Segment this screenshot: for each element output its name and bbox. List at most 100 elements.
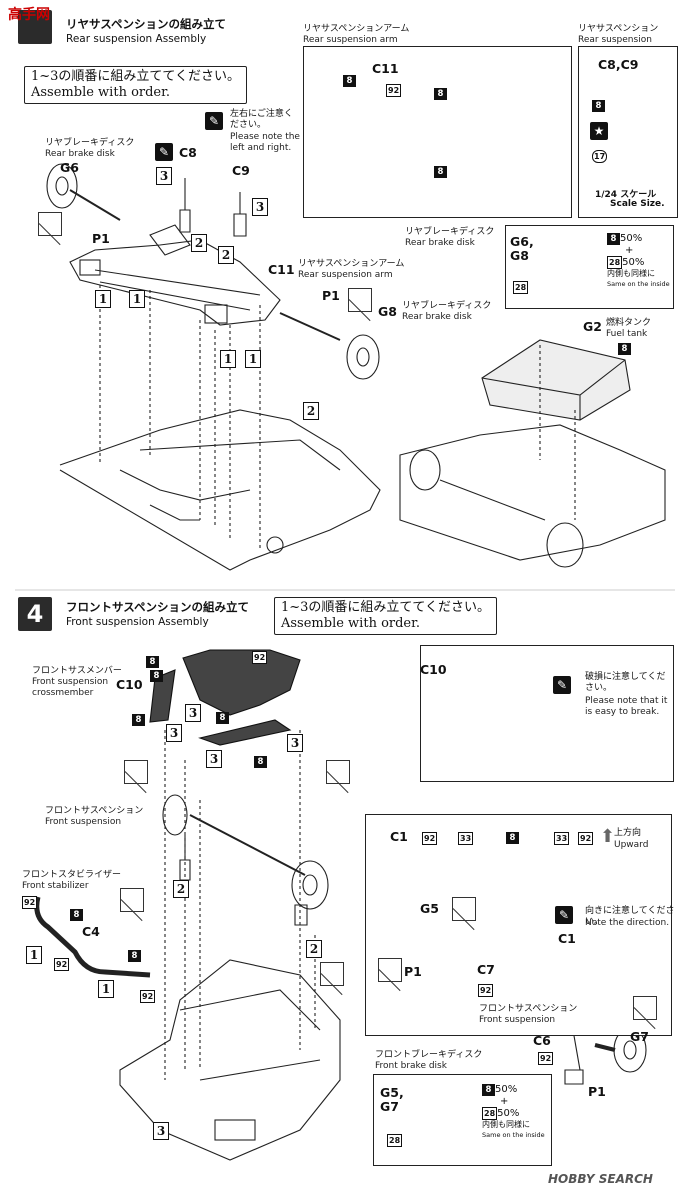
- rear-shock-title-en: Rear suspension: [578, 35, 652, 45]
- direction-en: Note the direction.: [585, 918, 670, 928]
- c7-badge: 92: [478, 984, 494, 997]
- front-brake-paint-panel: [373, 1074, 552, 1166]
- c11-label-en: Rear suspension arm: [298, 270, 393, 280]
- disk-panel-parts: G6, G8: [510, 234, 534, 263]
- step4-number: 4: [18, 597, 52, 631]
- sequence-marker: 2: [191, 234, 207, 252]
- g8-label-jp: リヤブレーキディスク: [402, 301, 492, 311]
- no-glue-icon: [320, 962, 344, 986]
- disk-panel-title-jp: リヤブレーキディスク: [405, 227, 495, 237]
- scale-en: Scale Size.: [610, 199, 665, 209]
- sequence-marker: 3: [166, 724, 182, 742]
- step4-order-note-jp: 1~3の順番に組み立ててください。: [281, 600, 491, 615]
- inside-note-en: Same on the inside: [482, 1131, 545, 1139]
- footer-watermark: HOBBY SEARCH: [548, 1172, 653, 1186]
- rear-disk-paint-panel: [505, 225, 674, 309]
- front-brake-en: Front brake disk: [375, 1061, 447, 1071]
- rear-disk-left-jp: リヤブレーキディスク: [45, 138, 135, 148]
- c1-panel-badge: 8: [506, 832, 519, 844]
- step3-title-jp: リヤサスペンションの組み立て: [66, 17, 226, 31]
- step4-order-note-en: Assemble with order.: [281, 616, 421, 631]
- sequence-marker: 1: [95, 290, 111, 308]
- sequence-marker: 2: [306, 940, 322, 958]
- paint-badge: 28: [387, 1134, 403, 1147]
- step3-title-en: Rear suspension Assembly: [66, 33, 207, 45]
- brush-icon: ✎: [205, 112, 223, 130]
- c10-caution-panel: [420, 645, 674, 782]
- paint-badge: 8: [482, 1084, 495, 1096]
- paint-badge: 28: [513, 281, 529, 294]
- brush-icon: ✎: [553, 676, 571, 694]
- crossmember-jp: フロントサスメンバー: [32, 666, 122, 676]
- c1-panel-badge: 33: [458, 832, 474, 845]
- upward-jp: 上方向: [614, 828, 642, 838]
- front-suspension-en: Front suspension: [45, 817, 122, 827]
- no-glue-icon: [348, 288, 372, 312]
- part-g5: G5: [420, 901, 439, 916]
- rear-arm-badge: 8: [434, 166, 447, 178]
- part-c11-label: C11: [268, 262, 295, 277]
- step2-reference: 2: [303, 402, 319, 420]
- scale-jp: 1/24 スケール: [595, 190, 657, 200]
- step4-title-en: Front suspension Assembly: [66, 616, 209, 628]
- no-glue-icon: [38, 212, 62, 236]
- front-suspension-jp: フロントサスペンション: [45, 806, 144, 816]
- step3-order-note-jp: 1~3の順番に組み立ててください。: [31, 69, 241, 84]
- crossmember-en-1: Front suspension: [32, 677, 109, 687]
- no-glue-icon: [633, 996, 657, 1020]
- rear-shock-title-jp: リヤサスペンション: [578, 24, 659, 34]
- part-c7: C7: [477, 962, 495, 977]
- crossmember-en-2: crossmember: [32, 688, 94, 698]
- sequence-marker: 1: [129, 290, 145, 308]
- sequence-marker: 1: [245, 350, 261, 368]
- part-c9: C9: [232, 163, 250, 178]
- part-p1-right: P1: [322, 288, 340, 303]
- caution-en: Please note the left and right.: [230, 132, 300, 153]
- c10-panel-part: C10: [420, 662, 447, 677]
- step4-title-jp: フロントサスペンションの組み立て: [66, 600, 249, 614]
- rear-arm-badge: 8: [434, 88, 447, 100]
- no-glue-icon: [124, 760, 148, 784]
- rear-arm-title-jp: リヤサスペンションアーム: [303, 24, 410, 34]
- step4-order-note: 1~3の順番に組み立ててください。 Assemble with order.: [274, 597, 498, 635]
- rear-arm-part-c11: C11: [372, 61, 399, 76]
- fuel-tank-en: Fuel tank: [606, 329, 648, 339]
- stabilizer-badge: 92: [22, 896, 38, 909]
- c6-badge: 92: [538, 1052, 554, 1065]
- sequence-marker: 3: [252, 198, 268, 216]
- star-icon: ★: [590, 122, 608, 140]
- inside-note-jp: 内側も同様に: [607, 269, 655, 278]
- crossmember-badge: 8: [216, 712, 229, 724]
- part-g8: G8: [378, 304, 397, 319]
- up-arrow-icon: ⬆: [600, 826, 616, 847]
- part-c8: C8: [179, 145, 197, 160]
- stabilizer-jp: フロントスタビライザー: [22, 870, 122, 880]
- fuel-tank-jp: 燃料タンク: [606, 318, 652, 328]
- c1-panel-badge: 92: [578, 832, 594, 845]
- step3-number: [18, 10, 52, 44]
- inside-note-en: Same on the inside: [607, 280, 670, 288]
- disk-panel-title-en: Rear brake disk: [405, 238, 475, 248]
- part-c10: C10: [116, 677, 143, 692]
- stabilizer-badge: 8: [70, 909, 83, 921]
- c1-panel-part: C1: [390, 829, 408, 844]
- stabilizer-badge: 92: [140, 990, 156, 1003]
- caution-jp: 左右にご注意ください。: [230, 109, 293, 130]
- paint-percent: 50%: [622, 257, 645, 268]
- part-g2: G2: [583, 319, 602, 334]
- sequence-marker: 1: [220, 350, 236, 368]
- paint-badge: 28: [482, 1107, 498, 1120]
- stabilizer-badge: 92: [54, 958, 70, 971]
- rear-shock-part: C8,C9: [598, 57, 639, 72]
- front-brake-parts-1: G5,: [380, 1085, 404, 1100]
- c1-panel-badge: 33: [554, 832, 570, 845]
- crossmember-badge: 8: [254, 756, 267, 768]
- c10-warn-jp: 破損に注意してください。: [585, 672, 666, 693]
- paint-badge: 28: [607, 256, 623, 269]
- rear-arm-badge: 92: [386, 84, 402, 97]
- stabilizer-en: Front stabilizer: [22, 881, 89, 891]
- fuel-tank-badge: 8: [618, 343, 631, 355]
- rear-arm-title-en: Rear suspension arm: [303, 35, 398, 45]
- sequence-marker: 3: [287, 734, 303, 752]
- rear-arm-badge: 8: [343, 75, 356, 87]
